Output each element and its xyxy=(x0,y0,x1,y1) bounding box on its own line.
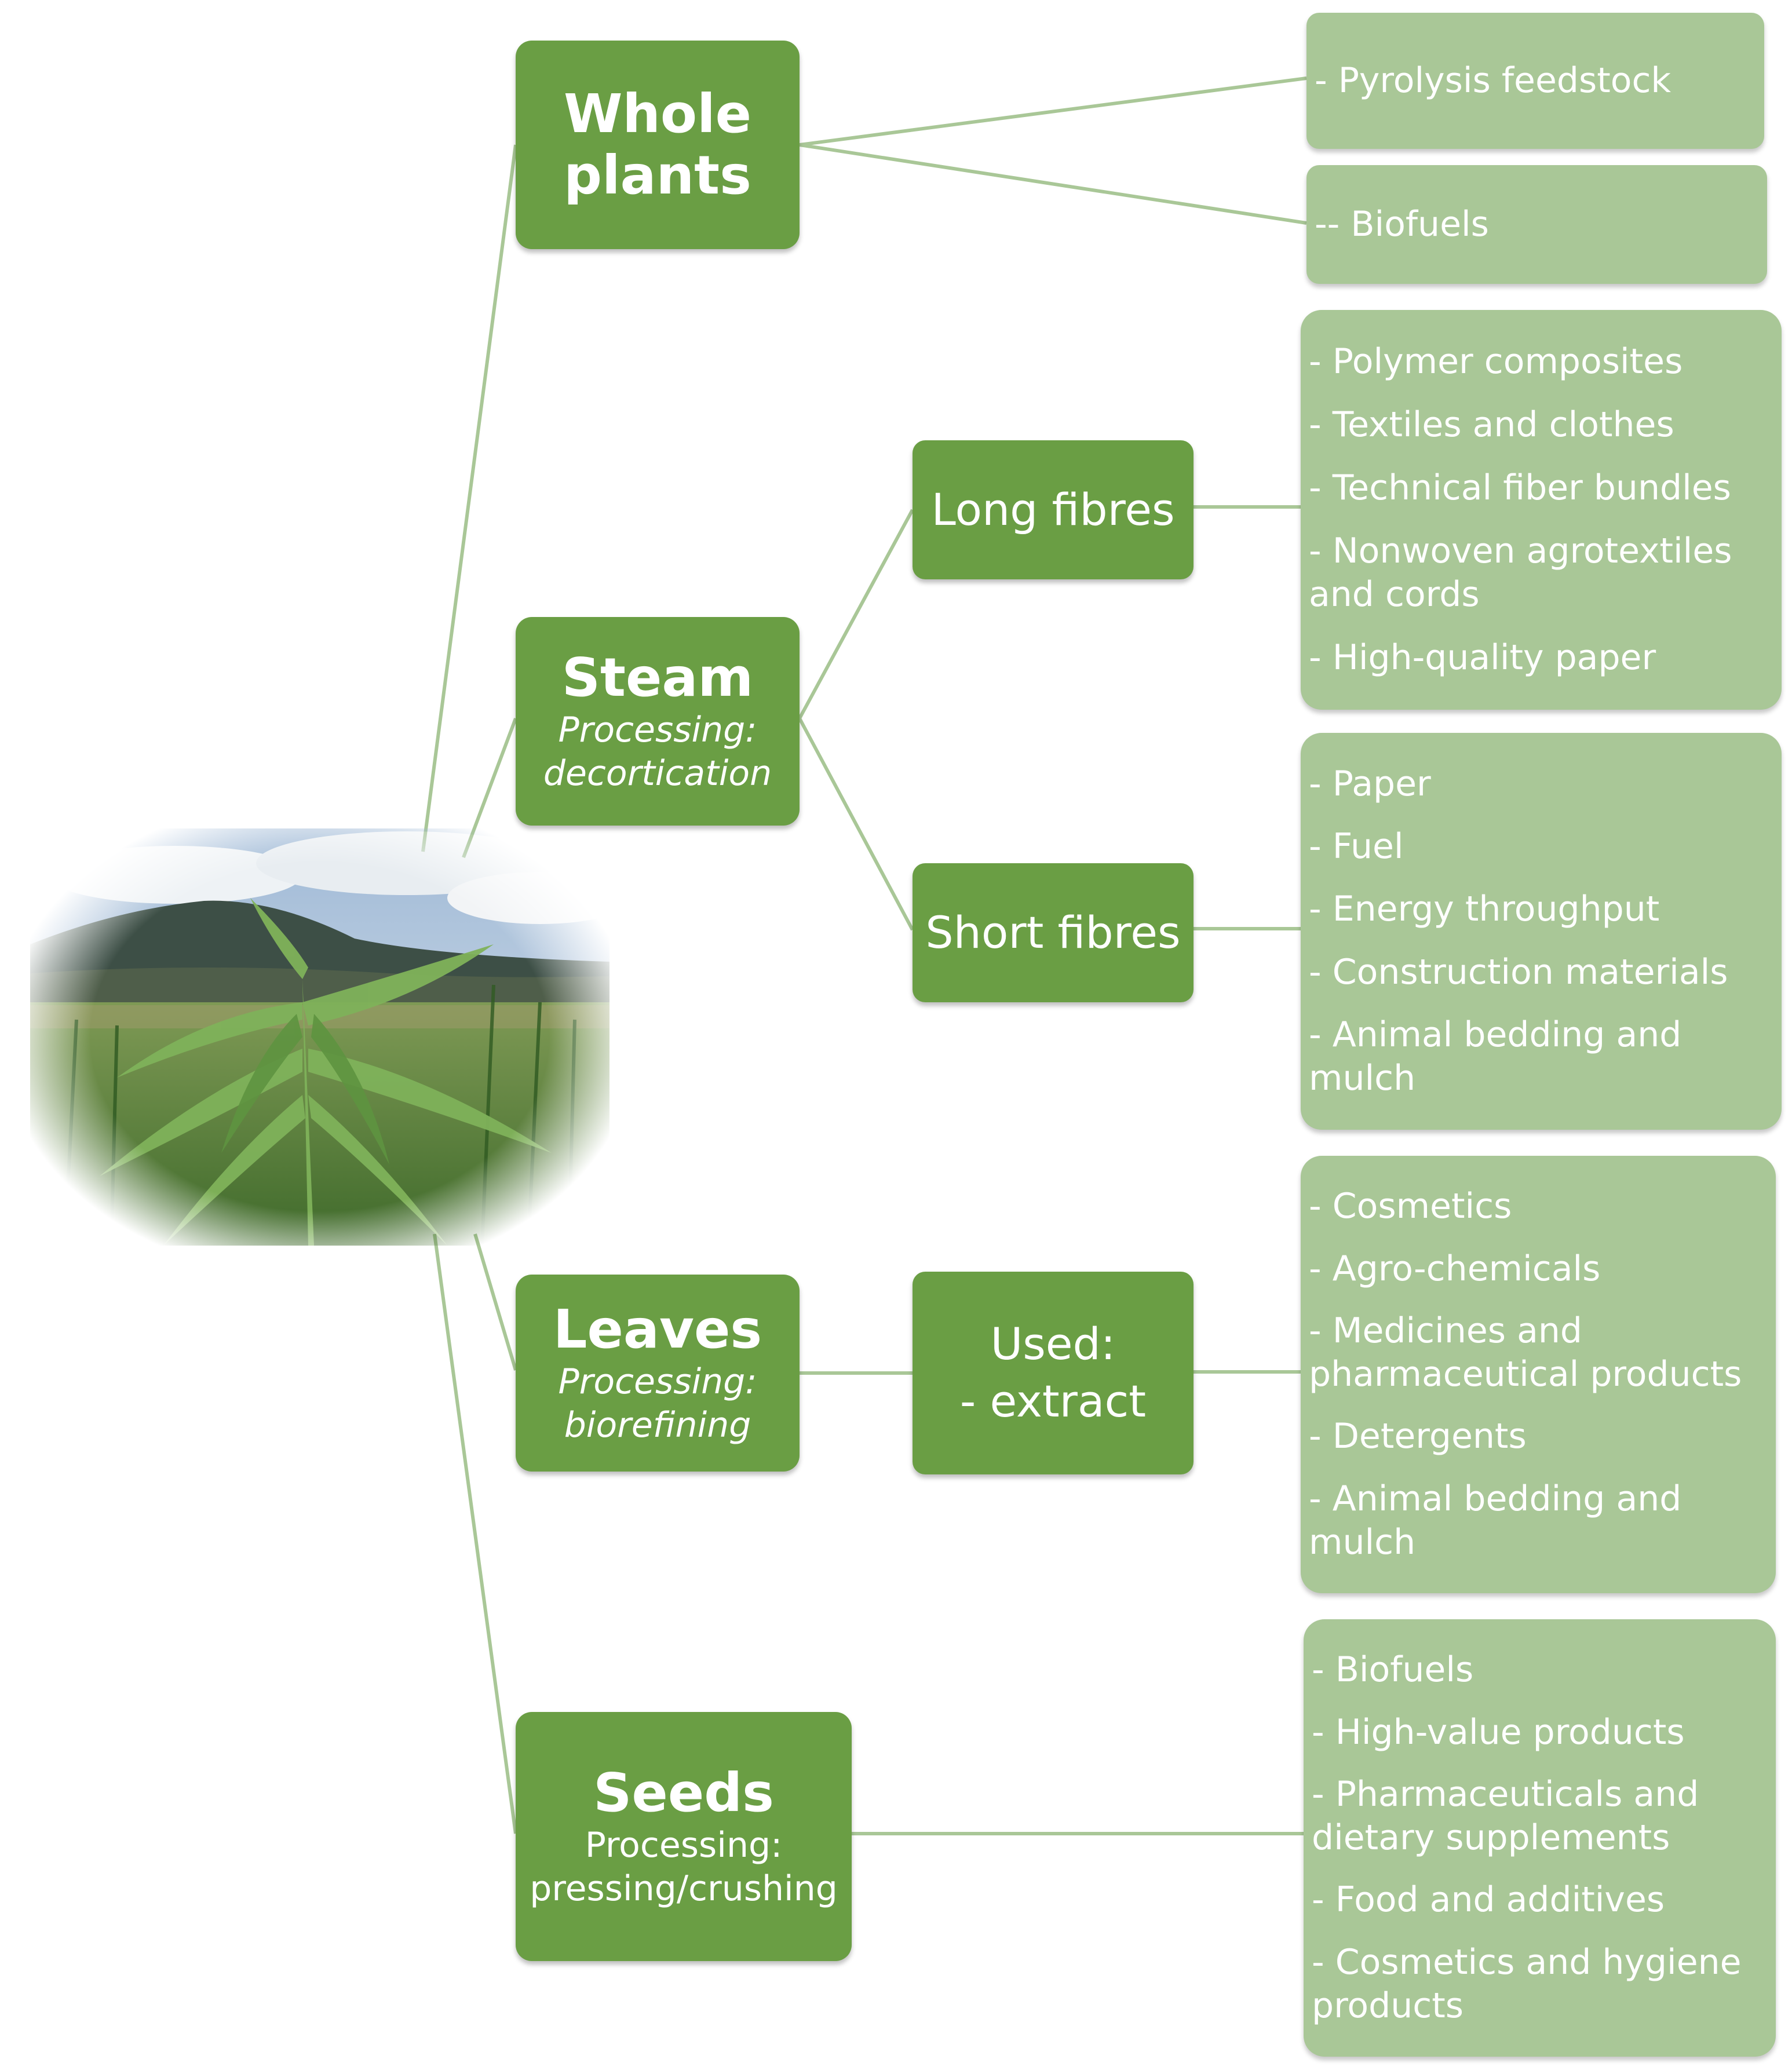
seeds-list-box: - Biofuels - High-value products - Pharm… xyxy=(1304,1619,1776,2057)
long-fibres-node: Long fibres xyxy=(913,440,1194,579)
whole-plants-title-line1: Whole xyxy=(563,83,752,145)
steam-node: Steam Processing: decortication xyxy=(516,617,800,826)
used-extract-node: Used: - extract xyxy=(913,1272,1194,1474)
list-item: - Nonwoven agrotextiles and cords xyxy=(1309,531,1732,615)
list-item: - Biofuels xyxy=(1312,1649,1474,1691)
leaves-list-box: - Cosmetics - Agro-chemicals - Medicines… xyxy=(1301,1156,1776,1593)
connector-steam-short xyxy=(798,717,914,931)
connector-photo-seeds xyxy=(433,1233,517,1834)
list-item: -- Biofuels xyxy=(1315,204,1489,244)
steam-processing-method: decortication xyxy=(543,753,772,794)
leaves-processing-label: Processing: xyxy=(558,1361,757,1402)
connector-photo-leaves xyxy=(473,1233,517,1371)
list-item: - High-value products xyxy=(1312,1711,1685,1753)
hemp-leaves-shape xyxy=(100,898,552,1246)
list-item: - Construction materials xyxy=(1309,951,1728,992)
hemp-field-photo xyxy=(30,828,610,1246)
list-item: - Polymer composites xyxy=(1309,341,1683,382)
list-item: - Pharmaceuticals and dietary supplement… xyxy=(1312,1773,1699,1858)
steam-title: Steam xyxy=(561,647,754,709)
list-item: - Animal bedding and mulch xyxy=(1309,1478,1682,1562)
list-item: - Medicines and pharmaceutical products xyxy=(1309,1310,1742,1394)
list-item: - Textiles and clothes xyxy=(1309,404,1674,445)
short-fibres-label: Short fibres xyxy=(925,906,1181,958)
list-item: - Agro-chemicals xyxy=(1309,1248,1601,1289)
pyrolysis-list-box: - Pyrolysis feedstock xyxy=(1306,13,1764,149)
list-item: - Food and additives xyxy=(1312,1879,1665,1921)
list-item: - High-quality paper xyxy=(1309,637,1656,678)
list-item: - Energy throughput xyxy=(1309,889,1660,930)
list-item: - Paper xyxy=(1309,764,1431,805)
list-item: - Detergents xyxy=(1309,1416,1527,1457)
biofuels-whole-list-box: -- Biofuels xyxy=(1306,165,1767,284)
steam-processing-label: Processing: xyxy=(558,709,757,750)
list-item: - Cosmetics and hygiene products xyxy=(1312,1941,1742,2026)
whole-plants-title-line2: plants xyxy=(564,144,751,206)
leaves-processing-method: biorefining xyxy=(564,1404,751,1445)
list-item: - Technical fiber bundles xyxy=(1309,468,1731,508)
list-item: - Pyrolysis feedstock xyxy=(1315,60,1671,101)
connector-photo-whole xyxy=(421,144,517,852)
list-item: - Cosmetics xyxy=(1309,1186,1512,1227)
seeds-processing-label: Processing: xyxy=(585,1824,783,1865)
connector-whole-pyrolysis xyxy=(799,76,1307,147)
seeds-processing-method: pressing/crushing xyxy=(530,1868,838,1909)
short-fibres-list-box: - Paper - Fuel - Energy throughput - Con… xyxy=(1301,733,1782,1130)
connector-whole-biofuels xyxy=(799,143,1307,225)
list-item: - Fuel xyxy=(1309,826,1404,867)
long-fibres-list-box: - Polymer composites - Textiles and clot… xyxy=(1301,310,1782,710)
extract-label: - extract xyxy=(959,1375,1147,1427)
cloud-shape xyxy=(48,846,302,904)
seeds-node: Seeds Processing: pressing/crushing xyxy=(516,1712,852,1961)
seeds-title: Seeds xyxy=(593,1762,774,1824)
used-label: Used: xyxy=(990,1318,1116,1370)
list-item: - Animal bedding and mulch xyxy=(1309,1014,1682,1098)
leaves-title: Leaves xyxy=(553,1298,762,1361)
connector-steam-long xyxy=(798,509,914,720)
whole-plants-node: Whole plants xyxy=(516,41,800,249)
leaves-node: Leaves Processing: biorefining xyxy=(516,1275,800,1472)
short-fibres-node: Short fibres xyxy=(913,863,1194,1002)
long-fibres-label: Long fibres xyxy=(931,483,1175,535)
